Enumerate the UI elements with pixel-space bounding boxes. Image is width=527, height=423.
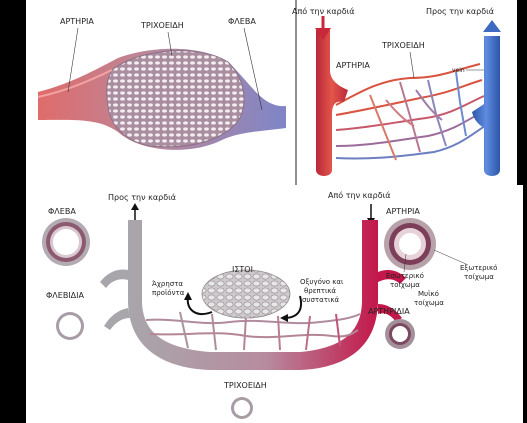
bottom-waste-text-2: προϊόντα <box>152 289 185 297</box>
arteriole-cross-section <box>385 319 415 349</box>
bottom-tissue-label: ΙΣΤΟΙ <box>232 265 253 274</box>
bottom-inner-layer-2: τοίχωμα <box>390 281 420 289</box>
bottom-oxygen-text-1: Οξυγόνο και <box>300 278 344 286</box>
bottom-oxygen-text-3: συστατικά <box>302 296 339 304</box>
bottom-to-heart: Προς την καρδιά <box>108 193 176 202</box>
bottom-artery-label: ΑΡΤΗΡΙΑ <box>386 207 420 216</box>
venule-cross-section <box>56 312 84 340</box>
top-right-artery-label: ΑΡΤΗΡΙΑ <box>336 61 370 70</box>
bottom-from-heart: Από την καρδιά <box>328 190 391 200</box>
bottom-outer-layer-2: τοίχωμα <box>464 273 494 281</box>
bottom-arterioles-label: ΑΡΤΗΡΙΔΙΑ <box>368 307 410 316</box>
top-left-capillaries-label: ΤΡΙΧΟΕΙΔΗ <box>140 21 184 30</box>
capillary-cross-section <box>231 397 253 419</box>
top-left-artery-label: ΑΡΤΗΡΙΑ <box>60 17 94 26</box>
bottom-waste-text-1: Άχρηστα <box>152 280 183 288</box>
bottom-outer-layer-1: Εξωτερικό <box>460 264 497 272</box>
top-right-vein-label: vein <box>452 67 465 74</box>
top-left-vein-label: ΦΛΕΒΑ <box>228 17 256 26</box>
bottom-tissue-cluster <box>202 270 290 318</box>
bottom-muscle-layer-1: Μυϊκό <box>418 290 439 298</box>
top-right-capillaries-label: ΤΡΙΧΟΕΙΔΗ <box>381 41 425 50</box>
artery-cross-section <box>384 218 436 270</box>
bottom-capillaries-label: ΤΡΙΧΟΕΙΔΗ <box>223 381 267 390</box>
top-right-from-heart: Από την καρδιά <box>292 6 355 16</box>
bottom-inner-layer-1: Εσωτερικό <box>386 272 424 280</box>
bottom-venules-label: ΦΛΕΒΙΔΙΑ <box>46 291 85 300</box>
bottom-oxygen-text-2: θρεπτικά <box>304 287 336 295</box>
bottom-muscle-layer-2: τοίχωμα <box>414 299 444 307</box>
top-right-to-heart: Προς την καρδιά <box>426 7 494 16</box>
bottom-vein-label: ΦΛΕΒΑ <box>48 207 76 216</box>
vein-cross-section <box>42 218 90 266</box>
